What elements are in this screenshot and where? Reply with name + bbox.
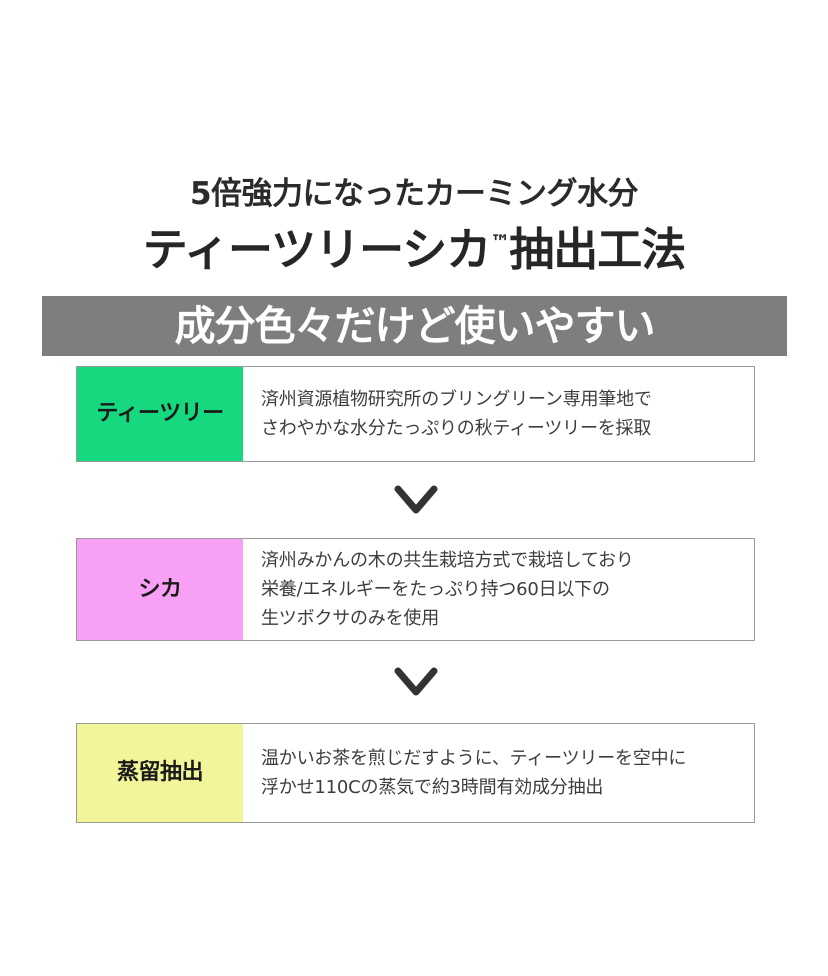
step-body-line: 温かいお茶を煎じだすように、ティーツリーを空中に	[261, 747, 687, 769]
gray-banner: 成分色々だけど使いやすい	[42, 296, 787, 356]
step-label-distillation: 蒸留抽出	[77, 724, 243, 822]
steps-list: ティーツリー 済州資源植物研究所のブリングリーン専用筆地で さわやかな水分たっぷ…	[76, 366, 755, 823]
step-body-line: さわやかな水分たっぷりの秋ティーツリーを採取	[261, 418, 652, 439]
heading-title-tail: 抽出工法	[509, 223, 686, 277]
step-body: 温かいお茶を煎じだすように、ティーツリーを空中に 浮かせ110Cの蒸気で約3時間…	[243, 724, 754, 822]
step-connector	[76, 462, 755, 538]
step-body: 済州みかんの木の共生栽培方式で栽培しており 栄養/エネルギーをたっぷり持つ60日…	[243, 539, 754, 640]
step-body-line: 生ツボクサのみを使用	[261, 608, 439, 630]
gray-banner-text: 成分色々だけど使いやすい	[174, 301, 656, 350]
chevron-down-icon	[394, 485, 437, 514]
step-label-tea-tree: ティーツリー	[77, 367, 243, 461]
step-label-text: ティーツリー	[96, 401, 224, 426]
chevron-down-icon	[394, 667, 437, 696]
step-row: ティーツリー 済州資源植物研究所のブリングリーン専用筆地で さわやかな水分たっぷ…	[76, 366, 755, 462]
heading-subtitle: 5倍強力になったカーミング水分	[189, 176, 639, 212]
step-label-text: 蒸留抽出	[116, 760, 204, 785]
trademark-icon: ™	[490, 230, 510, 255]
step-label-cica: シカ	[77, 539, 243, 640]
step-body: 済州資源植物研究所のブリングリーン専用筆地で さわやかな水分たっぷりの秋ティーツ…	[243, 367, 754, 461]
step-connector	[76, 641, 755, 723]
step-row: 蒸留抽出 温かいお茶を煎じだすように、ティーツリーを空中に 浮かせ110Cの蒸気…	[76, 723, 755, 823]
step-row: シカ 済州みかんの木の共生栽培方式で栽培しており 栄養/エネルギーをたっぷり持つ…	[76, 538, 755, 641]
heading-title-main: ティーツリーシカ	[142, 223, 492, 277]
step-body-line: 栄養/エネルギーをたっぷり持つ60日以下の	[261, 578, 610, 600]
heading-title: ティーツリーシカ™抽出工法	[0, 223, 828, 276]
step-label-text: シカ	[138, 576, 182, 602]
step-body-line: 浮かせ110Cの蒸気で約3時間有効成分抽出	[261, 777, 604, 798]
step-body-line: 済州みかんの木の共生栽培方式で栽培しており	[261, 549, 634, 571]
step-body-line: 済州資源植物研究所のブリングリーン専用筆地で	[261, 388, 652, 410]
heading-block: 5倍強力になったカーミング水分 ティーツリーシカ™抽出工法	[0, 176, 828, 276]
